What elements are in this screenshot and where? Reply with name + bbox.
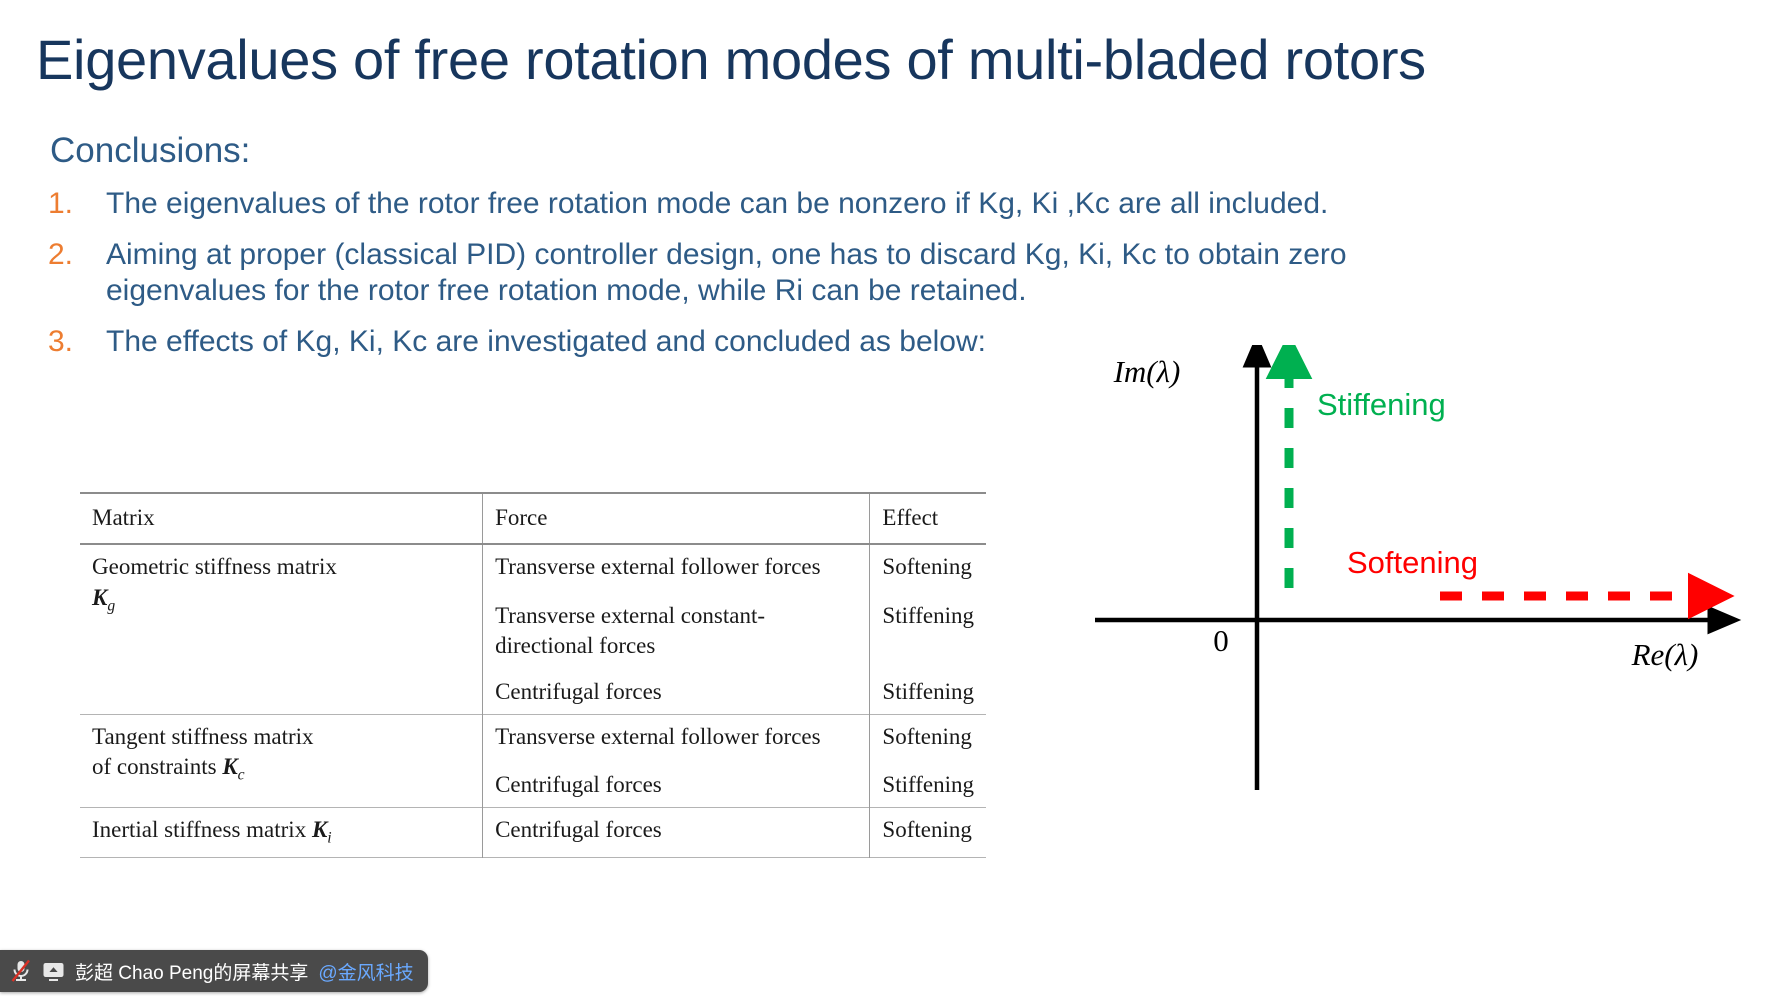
cell-effect: Softening bbox=[869, 806, 986, 858]
table-bottom-rule bbox=[80, 857, 986, 858]
stiffening-label: Stiffening bbox=[1317, 387, 1446, 422]
screen-share-icon[interactable] bbox=[42, 961, 65, 982]
list-item-text: The eigenvalues of the rotor free rotati… bbox=[106, 187, 1329, 220]
cell-force: Transverse external constant-directional… bbox=[482, 590, 870, 668]
conclusions-heading: Conclusions: bbox=[50, 131, 251, 170]
cell-effect: Softening bbox=[869, 543, 986, 591]
list-item-number: 1. bbox=[48, 187, 74, 220]
list-item-number: 3. bbox=[48, 325, 74, 359]
page-title: Eigenvalues of free rotation modes of mu… bbox=[36, 28, 1426, 91]
microphone-muted-icon[interactable] bbox=[10, 959, 32, 983]
cell-matrix-name: Inertial stiffness matrix Ki bbox=[80, 806, 483, 858]
list-item: 3. The effects of Kg, Ki, Kc are investi… bbox=[48, 324, 1478, 359]
share-presenter-name: 彭超 Chao Peng的屏幕共享 bbox=[75, 962, 309, 984]
list-item-text: The effects of Kg, Ki, Kc are investigat… bbox=[106, 325, 986, 359]
cell-effect: Stiffening bbox=[869, 590, 986, 668]
table-row: Geometric stiffness matrix Kg Transverse… bbox=[80, 543, 986, 715]
matrix-label: Tangent stiffness matrix bbox=[92, 723, 314, 749]
cell-force: Centrifugal forces bbox=[482, 667, 870, 715]
table-header-row: Matrix Force Effect bbox=[80, 491, 986, 545]
share-organization: @金风科技 bbox=[318, 962, 414, 984]
list-item: 2. Aiming at proper (classical PID) cont… bbox=[48, 237, 1478, 308]
column-header-matrix: Matrix bbox=[80, 491, 483, 545]
table-row: Centrifugal forces Stiffening bbox=[80, 667, 986, 715]
complex-plane-diagram: Im(λ) Re(λ) 0 Stiffening Softening bbox=[1085, 345, 1745, 815]
cell-force: Centrifugal forces bbox=[482, 760, 870, 808]
effects-table: Matrix Force Effect Geometric stiffness … bbox=[80, 491, 986, 858]
cell-effect: Softening bbox=[869, 713, 986, 761]
origin-label: 0 bbox=[1213, 623, 1229, 658]
list-item-number: 2. bbox=[48, 238, 74, 272]
table-row: Centrifugal forces Stiffening bbox=[80, 760, 986, 808]
real-axis-label: Re(λ) bbox=[1631, 637, 1699, 672]
table-row: Transverse external constant-directional… bbox=[80, 590, 986, 668]
column-header-effect: Effect bbox=[869, 491, 986, 545]
table-row: Inertial stiffness matrix Ki Centrifugal… bbox=[80, 806, 986, 858]
cell-force: Centrifugal forces bbox=[482, 806, 870, 858]
softening-label: Softening bbox=[1347, 545, 1478, 580]
cell-effect: Stiffening bbox=[869, 760, 986, 808]
matrix-label: Geometric stiffness matrix bbox=[92, 554, 337, 580]
matrix-label-continued: of constraints Kc bbox=[92, 754, 245, 784]
cell-matrix-name: Tangent stiffness matrix of constraints … bbox=[80, 713, 483, 808]
conclusions-list: 1. The eigenvalues of the rotor free rot… bbox=[48, 186, 1478, 376]
imaginary-axis-label: Im(λ) bbox=[1113, 354, 1181, 389]
cell-matrix-name: Geometric stiffness matrix Kg bbox=[80, 543, 483, 715]
cell-force: Transverse external follower forces bbox=[482, 713, 870, 761]
cell-force: Transverse external follower forces bbox=[482, 543, 870, 591]
list-item-text: Aiming at proper (classical PID) control… bbox=[106, 238, 1347, 307]
table-row: Tangent stiffness matrix of constraints … bbox=[80, 713, 986, 808]
list-item: 1. The eigenvalues of the rotor free rot… bbox=[48, 186, 1478, 221]
column-header-force: Force bbox=[482, 491, 870, 545]
cell-effect: Stiffening bbox=[869, 667, 986, 715]
screen-share-bar[interactable]: 彭超 Chao Peng的屏幕共享 @金风科技 bbox=[0, 950, 428, 992]
matrix-symbol: Kg bbox=[92, 584, 116, 615]
matrix-label: Inertial stiffness matrix Ki bbox=[92, 816, 332, 847]
